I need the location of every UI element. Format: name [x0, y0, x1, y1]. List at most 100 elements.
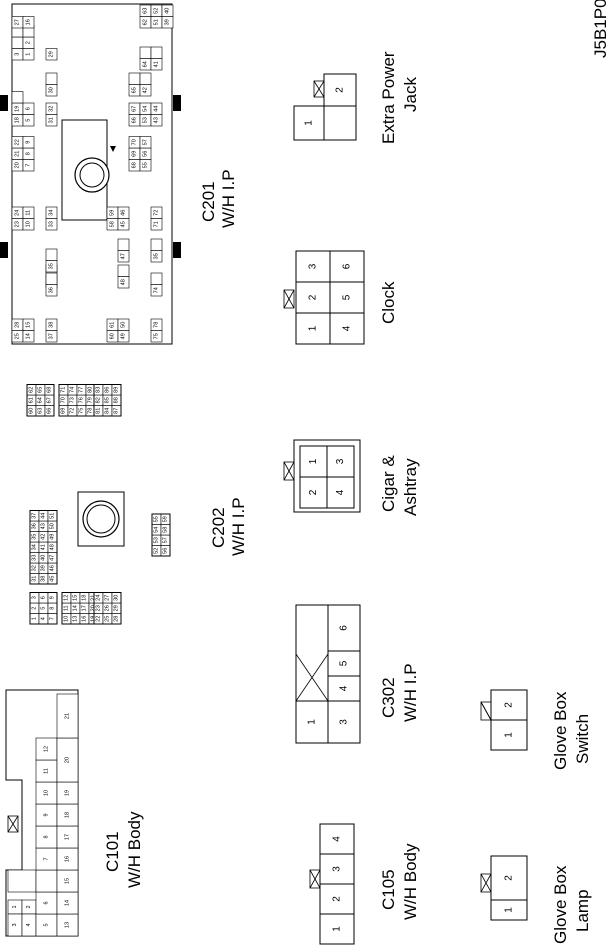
c201-pin-64-label: 64 [143, 61, 149, 67]
connector-glove-box-switch: 12 Glove Box Switch [480, 689, 592, 770]
c201-pin-55-label: 55 [143, 162, 149, 168]
c302-pin-4-label: 4 [339, 685, 350, 691]
clock-pin-3-label: 3 [308, 263, 319, 269]
c201-pin-7-label: 7 [26, 164, 32, 167]
cigar-ashtray-pin-2-label: 2 [308, 489, 319, 495]
c202-pin-7-label: 7 [50, 617, 56, 620]
c201-pin-29-label: 29 [49, 51, 55, 57]
c202-pin-87-label: 87 [114, 408, 120, 414]
extra-power-jack-label-line2: Jack [401, 77, 420, 112]
c201-pin-blank-cell [117, 264, 130, 277]
c202-pin-38-label: 38 [41, 576, 47, 582]
cigar-ashtray-pin-3-cell [326, 445, 355, 478]
c201-pin-44-cell [150, 102, 163, 115]
c201-pin-8-label: 8 [26, 152, 32, 155]
c201-pin-29-cell [45, 48, 58, 61]
glove-box-lamp-pin-1-label: 1 [504, 907, 515, 913]
c202-pin-71-label: 71 [61, 387, 67, 393]
c202-pin-78-label: 78 [88, 408, 94, 414]
c201-pin-33-label: 33 [49, 221, 55, 227]
c202-label-line2: W/H I.P [229, 497, 248, 556]
c201-pin-18-label: 18 [15, 117, 21, 123]
glove-box-switch-pin-1-cell [490, 719, 528, 751]
c201-pin-25-label: 25 [15, 333, 21, 339]
c201-pin-blank-cell [45, 72, 58, 85]
c101-pin-16-label: 16 [65, 856, 71, 862]
c302-pin-1-cell [295, 700, 329, 744]
c201-pin-blank-cell [11, 91, 24, 104]
c202-pin-30-label: 30 [114, 595, 120, 601]
c202-pin-8-label: 8 [50, 607, 56, 610]
c101-pin-10-label: 10 [44, 790, 50, 796]
c201-pin-21-label: 21 [15, 151, 21, 157]
c201-pin-67-label: 67 [132, 106, 138, 112]
c201-pin-70-label: 70 [132, 139, 138, 145]
c201-pin-69-label: 69 [132, 151, 138, 157]
c201-pin-53-label: 53 [143, 117, 149, 123]
c202-pin-29-label: 29 [114, 605, 120, 611]
c202-pin-17-label: 17 [82, 605, 88, 611]
glove-box-switch-label-line2: Switch [573, 714, 592, 764]
c101-pin-21-label: 21 [65, 713, 71, 719]
c202-pin-84-label: 84 [105, 408, 111, 414]
c201-pin-74-label: 74 [154, 287, 160, 293]
c202-pin-72-label: 72 [70, 408, 76, 414]
c101-label-line2: W/H Body [125, 811, 144, 888]
c201-pin-52-label: 52 [154, 8, 160, 14]
glove-box-switch-pin-2-label: 2 [504, 702, 515, 708]
c101-pin-11-label: 11 [44, 768, 50, 774]
c101-pin-12-label: 12 [44, 746, 50, 752]
extra-power-jack-label-line1: Extra Power [379, 51, 398, 144]
c202-pin-48-label: 48 [50, 544, 56, 550]
c201-pin-3-label: 3 [15, 53, 21, 56]
c201-pin-68-label: 68 [132, 162, 138, 168]
c201-pin-11-cell [22, 206, 35, 219]
clock-pin-5-cell [329, 281, 365, 314]
c202-pin-46-label: 46 [50, 565, 56, 571]
c201-pin-40-cell [161, 4, 174, 17]
c105-pin-3-label: 3 [332, 866, 343, 872]
c201-pin-15-label: 15 [26, 322, 32, 328]
c201-pin-34-cell [45, 206, 58, 219]
c201-pin-1-label: 1 [26, 53, 32, 56]
c202-pin-53-label: 53 [154, 537, 160, 543]
clock-pin-6-cell [329, 250, 365, 283]
c105-pin-1-label: 1 [332, 926, 343, 932]
cigar-ashtray-pin-4-label: 4 [335, 489, 346, 495]
c101-pin-7-label: 7 [44, 857, 50, 860]
c201-pin-58-label: 58 [110, 221, 116, 227]
c202-pin-51-label: 51 [50, 513, 56, 519]
clock-pin-4-label: 4 [342, 325, 353, 331]
c201-pin-34-label: 34 [49, 210, 55, 216]
c201-pin-6-label: 6 [26, 107, 32, 110]
c201-pin-11-label: 11 [26, 210, 32, 216]
extra-power-jack-pin-2-cell [323, 73, 357, 107]
cigar-ashtray-pin-3-label: 3 [335, 458, 346, 464]
c202-pin-35-label: 35 [32, 534, 38, 540]
c201-pin-9-label: 9 [26, 141, 32, 144]
c202-pin-13-label: 13 [73, 616, 79, 622]
c105-pin-3-cell [319, 853, 355, 885]
c202-pin-14-label: 14 [73, 605, 79, 611]
c202-pin-81-label: 81 [96, 408, 102, 414]
connector-c202: 3132333435363738394041424344454647484950… [26, 384, 248, 625]
glove-box-lamp-label-line1: Glove Box [551, 865, 570, 944]
c202-pin-44-label: 44 [41, 513, 47, 519]
c101-pin-2-label: 2 [26, 905, 32, 908]
clock-pin-6-label: 6 [342, 263, 353, 269]
c202-pin-86-label: 86 [105, 387, 111, 393]
c201-pin-49-label: 49 [121, 333, 127, 339]
c201-pin-51-label: 51 [154, 19, 160, 25]
c202-pin-3-label: 3 [32, 596, 38, 599]
c201-pin-60-label: 60 [110, 333, 116, 339]
c202-pin-85-label: 85 [105, 397, 111, 403]
c202-pin-40-label: 40 [41, 555, 47, 561]
c202-pin-61-label: 61 [29, 397, 35, 403]
c201-pin-blank-cell [11, 36, 24, 49]
c202-pin-9-label: 9 [50, 596, 56, 599]
c201-pin-blank-cell [117, 238, 130, 251]
c101-pin-19-label: 19 [65, 790, 71, 796]
c202-pin-52-label: 52 [154, 548, 160, 554]
c202-pin-15-label: 15 [73, 595, 79, 601]
c201-pin-9-cell [22, 136, 35, 149]
